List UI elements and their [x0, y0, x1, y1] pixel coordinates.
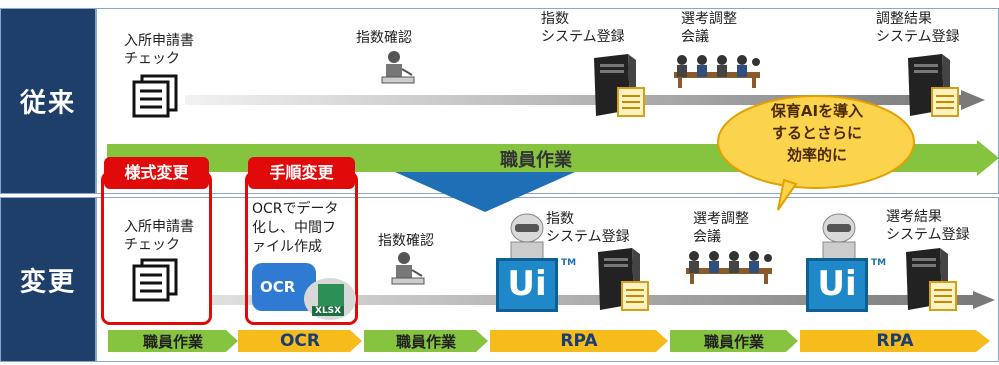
row-label-after: 変更 — [0, 197, 96, 362]
lane-label: RPA — [876, 331, 914, 351]
document-icon — [126, 74, 186, 124]
lane-staff-work-3: 職員作業 — [670, 330, 798, 352]
trademark-mark: TM — [561, 258, 577, 268]
xlsx-file-shape — [318, 284, 344, 308]
after-step-index-system: 指数 システム登録 — [546, 211, 630, 245]
lane-staff-work-1: 職員作業 — [108, 330, 238, 352]
row-label-before-text: 従来 — [19, 88, 76, 119]
transition-triangle-icon — [395, 172, 575, 216]
ai-callout-bubble — [712, 92, 920, 216]
after-step-index-check: 指数確認 — [378, 233, 434, 249]
lane-label: RPA — [560, 331, 598, 351]
before-step-result-system: 調整結果 システム登録 — [876, 11, 960, 45]
before-step-selection-meeting: 選考調整 会議 — [681, 11, 737, 45]
lane-label: 職員作業 — [703, 332, 764, 351]
lane-rpa-2: RPA — [800, 330, 990, 352]
robot-icon — [816, 212, 862, 268]
lane-ocr: OCR — [238, 330, 362, 352]
server-icon — [588, 52, 648, 126]
lane-label: OCR — [279, 331, 321, 351]
server-icon — [902, 52, 962, 126]
row-label-after-text: 変更 — [19, 267, 76, 297]
before-step-index-check: 指数確認 — [356, 30, 412, 46]
typing-person-icon — [390, 250, 428, 292]
robot-icon — [504, 212, 550, 268]
ocr-tile-label: OCR — [260, 278, 296, 296]
after-step-result-system: 選考結果 システム登録 — [886, 209, 970, 243]
before-step-application-check: 入所申請書 チェック — [124, 33, 194, 67]
lane-label: 職員作業 — [395, 332, 456, 351]
ai-callout-text: 保育AIを導入 するとさらに 効率的に — [770, 102, 864, 164]
row-label-before: 従来 — [0, 8, 96, 194]
server-icon — [592, 246, 652, 320]
uipath-logo: Ui — [806, 258, 868, 312]
uipath-logo: Ui — [496, 258, 558, 312]
lane-rpa-1: RPA — [490, 330, 668, 352]
xlsx-file-label: XLSX — [312, 306, 345, 316]
after-step-application-check: 入所申請書 チェック — [124, 219, 194, 253]
before-step-index-system: 指数 システム登録 — [541, 11, 625, 45]
meeting-icon — [668, 52, 766, 94]
procedure-change-badge: 手順変更 — [248, 157, 355, 189]
meeting-icon — [680, 248, 778, 290]
format-change-badge: 様式変更 — [104, 157, 209, 189]
document-icon — [126, 258, 186, 308]
staff-work-bar-label: 職員作業 — [500, 150, 572, 171]
typing-person-icon — [380, 49, 418, 91]
server-icon — [900, 246, 960, 320]
after-step-selection-meeting: 選考調整 会議 — [693, 211, 749, 245]
lane-label: 職員作業 — [142, 332, 203, 351]
after-step-ocr-process: OCRでデータ 化し、中間フ ァイル作成 — [252, 201, 339, 255]
lane-staff-work-2: 職員作業 — [364, 330, 488, 352]
trademark-mark: TM — [871, 258, 887, 268]
